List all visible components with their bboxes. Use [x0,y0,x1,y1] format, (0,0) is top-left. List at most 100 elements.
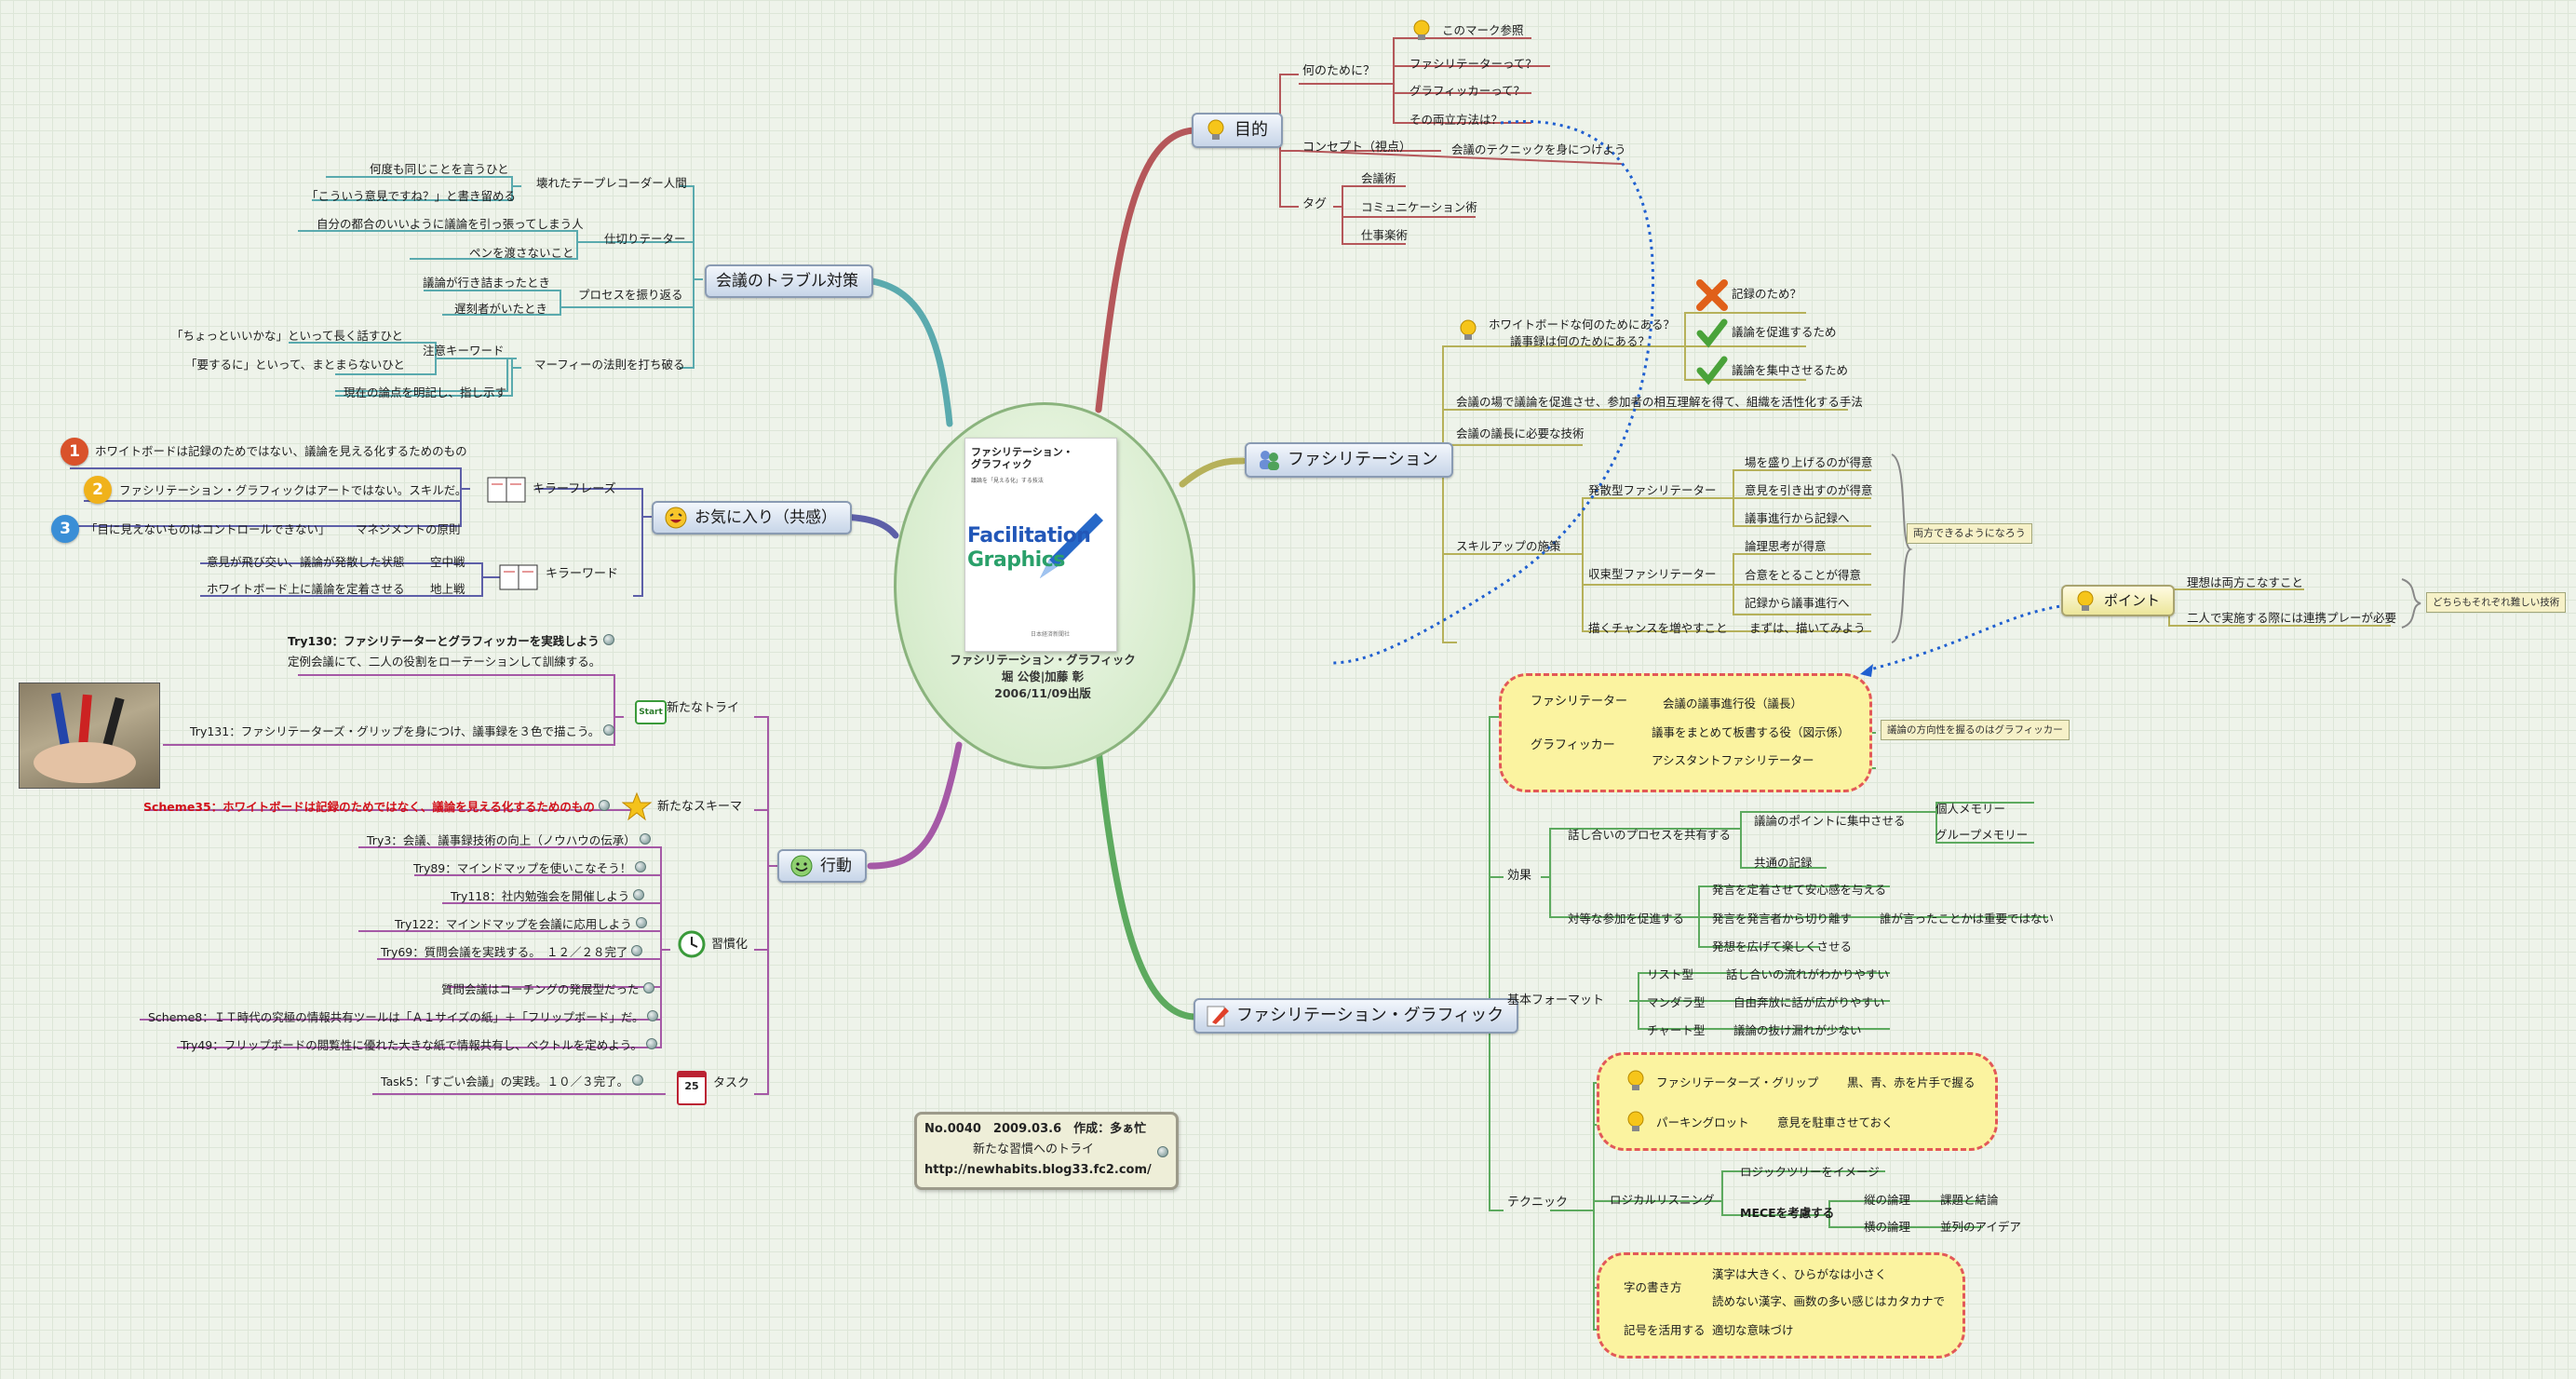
node-point-shuchu[interactable]: 議論のポイントに集中させる [1754,814,1906,828]
node-parking-value[interactable]: 意見を駐車させておく [1777,1115,1894,1129]
node-shusoku-1[interactable]: 論理思考が得意 [1745,539,1827,553]
node-genzai[interactable]: 現在の論点を明記し、指し示す [344,385,507,399]
node-hikihanasu[interactable]: 発言を発言者から切り離す [1712,912,1853,926]
node-shuchu[interactable]: 議論を集中させるため [1732,363,1849,377]
node-habit-1[interactable]: Try3：会議、議事録技術の向上（ノウハウの伝承） [363,832,654,849]
topic-graphic[interactable]: ファシリテーション・グラフィック [1194,998,1519,1034]
node-definition[interactable]: 会議の場で議論を促進させ、参加者の相互理解を得て、組織を活性化する手法 [1456,395,1863,409]
node-logic-tree[interactable]: ロジックツリーをイメージ [1740,1165,1880,1179]
node-try130-detail[interactable]: 定例会議にて、二人の役割をローテーションして訓練する。 [288,655,601,669]
topic-trouble[interactable]: 会議のトラブル対策 [705,264,873,298]
topic-mokuteki[interactable]: 目的 [1192,113,1283,148]
node-task5[interactable]: Task5：「すごい会議」の実践。１０／３完了。 [377,1074,647,1090]
node-trouble-g1-1[interactable]: 何度も同じことを言うひと [370,162,509,176]
node-try130[interactable]: Try130：ファシリテーターとグラフィッカーを実践しよう [284,633,618,650]
node-kojin-memory[interactable]: 個人メモリー [1935,802,2006,816]
node-shukanka[interactable]: 習慣化 [711,938,749,952]
node-okiniiri-2[interactable]: ファシリテーション・グラフィックはアートではない。スキルだ。 [119,483,467,497]
node-yoko[interactable]: 横の論理 [1864,1220,1911,1234]
node-trouble-g2-2[interactable]: ペンを渡さないこと [469,246,574,260]
node-task[interactable]: タスク [713,1076,750,1090]
note-muzukashii[interactable]: どちらもそれぞれ難しい技術 [2426,592,2567,613]
node-skillup[interactable]: スキルアップの施策 [1456,539,1561,553]
node-hassan-2[interactable]: 意見を引き出すのが得意 [1745,483,1873,497]
node-q-gijiroku[interactable]: 議事録は何のためにある？ [1510,334,1651,348]
node-hassan-3[interactable]: 議事進行から記録へ [1745,511,1850,525]
node-concept-value[interactable]: 会議のテクニックを身につけよう [1451,142,1626,156]
node-list-value[interactable]: 話し合いの流れがわかりやすい [1726,967,1890,981]
node-kigo-value[interactable]: 適切な意味づけ [1712,1323,1794,1337]
node-chart-value[interactable]: 議論の抜け漏れが少ない [1733,1023,1862,1037]
node-trouble-g3-2[interactable]: 遅刻者がいたとき [454,302,548,316]
node-habit-8[interactable]: Try49：フリップボードの閲覧性に優れた大きな紙で情報共有し、ベクトルを定めよ… [177,1037,661,1054]
node-trouble-g1[interactable]: 壊れたテープレコーダー人間 [536,176,687,190]
node-shusoku[interactable]: 収束型ファシリテーター [1588,567,1717,581]
note-gra-direction[interactable]: 議論の方向性を握るのはグラフィッカー [1881,720,2070,740]
node-mandara-value[interactable]: 自由奔放に話が広がりやすい [1733,995,1885,1009]
node-word-2[interactable]: ホワイトボード上に議論を定着させる [207,582,405,596]
node-mece[interactable]: MECEを考慮する [1740,1206,1835,1220]
node-trouble-g2[interactable]: 仕切りテーター [604,232,686,246]
node-shusoku-3[interactable]: 記録から議事進行へ [1745,596,1850,610]
node-trouble-g1-2[interactable]: 「こういう意見ですね？」と書き留める [306,189,517,203]
node-scheme35[interactable]: Scheme35：ホワイトボードは記録のためではなく、議論を見える化するためのも… [140,799,614,816]
node-trouble-g3[interactable]: プロセスを振り返る [578,288,683,302]
node-logical[interactable]: ロジカルリスニング [1610,1193,1715,1207]
node-kiroku[interactable]: 記録のため？ [1732,287,1802,301]
node-kigo[interactable]: 記号を活用する [1624,1323,1706,1337]
node-kyotsu-kiroku[interactable]: 共通の記録 [1754,856,1813,870]
node-naninotame[interactable]: 何のために？ [1302,64,1376,78]
note-ryoho[interactable]: 両方できるようになろう [1907,523,2032,544]
node-taito[interactable]: 対等な参加を促進する [1568,912,1685,926]
node-kono-mark[interactable]: このマーク参照 [1442,23,1524,37]
node-mandara[interactable]: マンダラ型 [1647,995,1706,1009]
node-habit-7[interactable]: Scheme8：ＩＴ時代の究極の情報共有ツールは「Ａ１サイズの紙」＋「フリップボ… [144,1009,662,1026]
topic-kodo[interactable]: 行動 [777,849,867,883]
node-tag-1[interactable]: 会議術 [1361,171,1396,185]
node-habit-3[interactable]: Try118：社内勉強会を開催しよう [447,888,648,905]
node-gicho[interactable]: 会議の議長に必要な技術 [1456,426,1585,440]
node-grip[interactable]: ファシリテーターズ・グリップ [1656,1075,1819,1089]
node-ji-2[interactable]: 読めない漢字、画数の多い感じはカタカナで [1712,1294,1946,1308]
node-point-1[interactable]: 理想は両方こなすこと [2187,575,2304,589]
node-habit-2[interactable]: Try89：マインドマップを使いこなそう！ [410,860,650,877]
node-tate[interactable]: 縦の論理 [1864,1193,1911,1207]
node-chart[interactable]: チャート型 [1647,1023,1706,1037]
node-trouble-g3-1[interactable]: 議論が行き詰まったとき [423,276,551,290]
topic-okiniiri[interactable]: お気に入り（共感） [652,501,852,534]
info-line-3[interactable]: http://newhabits.blog33.fc2.com/ [924,1163,1152,1177]
node-word-1[interactable]: 意見が飛び交い、議論が発散した状態 [207,555,405,569]
node-hassan-1[interactable]: 場を盛り上げるのが得意 [1745,455,1873,469]
node-dare[interactable]: 誰が言ったことかは重要ではない [1880,912,2055,926]
topic-point[interactable]: ポイント [2061,585,2176,616]
node-habit-4[interactable]: Try122：マインドマップを会議に応用しよう [391,916,651,933]
node-technic[interactable]: テクニック [1507,1196,1569,1210]
topic-facilitation[interactable]: ファシリテーション [1245,442,1453,478]
node-kihon-format[interactable]: 基本フォーマット [1507,994,1605,1007]
node-mazu[interactable]: まずは、描いてみよう [1749,621,1866,635]
node-trouble-g2-1[interactable]: 自分の都合のいいように議論を引っ張ってしまう人 [317,217,584,231]
node-group-memory[interactable]: グループメモリー [1935,828,2029,842]
node-new-try[interactable]: 新たなトライ [667,701,740,715]
node-ji-1[interactable]: 漢字は大きく、ひらがなは小さく [1712,1267,1887,1281]
node-process[interactable]: 話し合いのプロセスを共有する [1568,828,1732,842]
node-fac-tte[interactable]: ファシリテーターって？ [1409,57,1537,71]
node-ji[interactable]: 字の書き方 [1624,1280,1682,1294]
node-koka[interactable]: 効果 [1507,869,1532,883]
node-shusoku-2[interactable]: 合意をとることが得意 [1745,568,1862,582]
node-tag[interactable]: タグ [1302,197,1328,211]
node-grip-value[interactable]: 黒、青、赤を片手で握る [1847,1075,1976,1089]
node-tag-2[interactable]: コミュニケーション術 [1361,200,1477,214]
node-management[interactable]: マネジメントの原則 [356,522,461,536]
node-role-fac[interactable]: ファシリテーター [1531,695,1628,709]
node-teichaku[interactable]: 発言を定着させて安心感を与える [1712,883,1887,897]
node-role-fac-value[interactable]: 会議の議事進行役（議長） [1663,696,1803,710]
node-concept[interactable]: コンセプト（視点） [1302,141,1412,155]
node-trouble-g4[interactable]: マーフィーの法則を打ち破る [534,358,685,372]
node-chui-keyword[interactable]: 注意キーワード [423,344,505,358]
node-habit-5[interactable]: Try69：質問会議を実践する。 １２／２８完了 [377,944,646,961]
node-chui-2[interactable]: 「要するに」といって、まとまらないひと [185,358,405,372]
node-okiniiri-3[interactable]: 「目に見えないものはコントロールできない」 [86,522,330,536]
node-tag-3[interactable]: 仕事楽術 [1361,228,1409,242]
node-tate-value[interactable]: 課題と結論 [1940,1193,1999,1207]
